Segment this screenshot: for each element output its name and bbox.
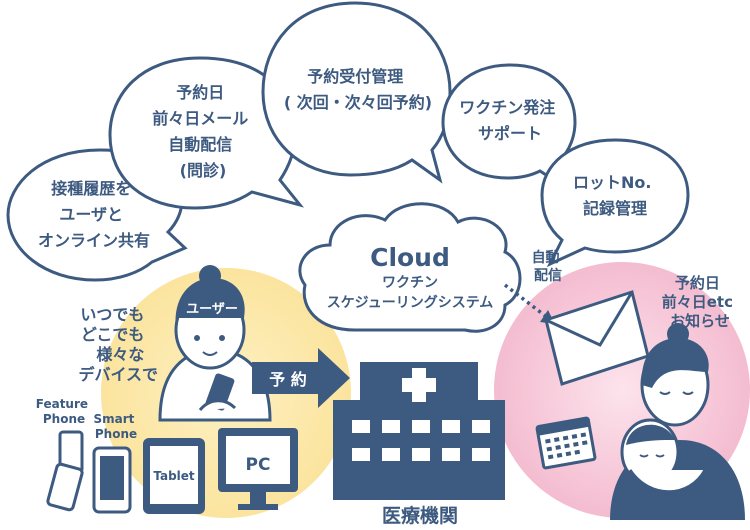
svg-text:Feature Phone: Feature Phone <box>36 397 92 426</box>
notify-line3: お知らせ <box>670 312 730 330</box>
feature-phone-line1: Feature <box>36 397 88 411</box>
bubble-share-line1: 接種履歴を <box>51 179 131 198</box>
bubble-reserve-line1: 予約受付管理 <box>307 67 403 86</box>
cloud-title: Cloud <box>370 243 450 272</box>
bubble-vaccine-order: ワクチン発注 サポート <box>441 63 577 192</box>
svg-text:ワクチン発注 サポート: ワクチン発注 サポート <box>459 98 561 143</box>
hospital-label: 医療機関 <box>382 504 458 527</box>
cloud-shape <box>298 202 522 333</box>
user-desc-line1: いつでも <box>80 305 144 324</box>
bubble-reserve-line2: ( 次回・次々回予約) <box>284 93 432 112</box>
svg-text:接種履歴を ユーザと オンライン共有: 接種履歴を ユーザと オンライン共有 <box>38 179 150 250</box>
bubble-mail-line4: (問診) <box>180 161 227 180</box>
bubble-mail-line3: 自動配信 <box>168 135 232 154</box>
reserve-label: 予 約 <box>269 370 307 389</box>
svg-text:予約日 前々日メール 自動配信: 予約日 前々日メール 自動配信 (問診) <box>152 83 254 180</box>
bubble-order-line2: サポート <box>478 124 542 143</box>
auto-send-line1: 自動 <box>532 249 560 266</box>
bubble-mail-line1: 予約日 <box>176 83 224 102</box>
smart-phone-line1: Smart <box>93 412 134 426</box>
bubble-order-line1: ワクチン発注 <box>459 98 555 117</box>
user-desc-line4: デバイスで <box>78 365 158 384</box>
tablet-label: Tablet <box>153 469 195 483</box>
bubble-reservation-management: 予約受付管理 ( 次回・次々回予約) <box>261 1 452 184</box>
smart-phone-line2: Phone <box>95 427 137 441</box>
feature-phone-line2: Phone <box>43 412 85 426</box>
bubble-lot-line2: 記録管理 <box>583 199 647 218</box>
user-desc-line2: どこでも <box>81 325 145 344</box>
bubble-lot-record: ロットNo. 記録管理 <box>540 138 690 268</box>
svg-text:ロットNo. 記録管理: ロットNo. 記録管理 <box>573 173 657 218</box>
cloud-line1: ワクチン <box>382 275 438 291</box>
tablet-icon <box>143 438 205 514</box>
bubble-lot-line1: ロットNo. <box>573 173 651 192</box>
notify-line1: 予約日 <box>675 274 720 292</box>
user-desc-line3: 様々な <box>96 345 144 364</box>
bubble-mail-line2: 前々日メール <box>152 109 248 128</box>
auto-send-line2: 配信 <box>534 267 562 284</box>
mother-baby-icon <box>610 323 745 520</box>
smart-phone-icon <box>92 446 132 514</box>
svg-text:いつでも どこでも 様々な デバイス: いつでも どこでも 様々な デバイスで <box>78 305 158 384</box>
notify-line2: 前々日etc <box>662 293 733 311</box>
cloud-line2: スケジューリングシステム <box>327 294 494 311</box>
pc-label: PC <box>246 455 271 475</box>
reserve-arrow: 予 約 <box>252 348 350 408</box>
bubble-share-line2: ユーザと <box>59 205 123 224</box>
hospital-icon <box>333 362 505 500</box>
pc-icon <box>218 428 298 510</box>
svg-text:予約受付管理 ( 次回・次々回予約): 予約受付管理 ( 次回・次々回予約) <box>284 67 432 112</box>
svg-text:自動 配信: 自動 配信 <box>532 249 565 284</box>
bubble-share-line3: オンライン共有 <box>38 231 150 250</box>
svg-text:予約日 前々日etc お知らせ: 予約日 前々日etc お知らせ <box>662 274 738 330</box>
svg-text:Smart Phone: Smart Phone <box>93 412 138 441</box>
feature-phone-icon <box>46 430 84 512</box>
calendar-icon <box>535 416 597 470</box>
user-label: ユーザー <box>186 302 238 317</box>
cloud-system: Cloud ワクチン スケジューリングシステム <box>298 202 522 333</box>
auto-send-arrow: 自動 配信 <box>503 249 565 324</box>
